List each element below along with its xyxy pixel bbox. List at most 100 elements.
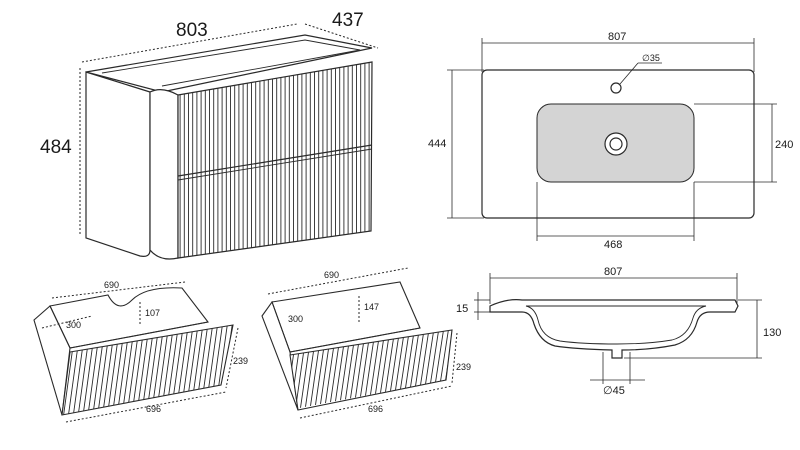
- flute-line: [320, 348, 329, 405]
- flute-line: [365, 341, 374, 396]
- flute-line: [435, 330, 444, 383]
- flute-line: [430, 330, 439, 384]
- flute-line: [188, 328, 198, 394]
- drawer-lower-depth-label: 300: [288, 314, 303, 324]
- drawer-upper-front-width-dim: [65, 391, 227, 423]
- flute-line: [203, 325, 213, 391]
- flute-line: [340, 345, 349, 401]
- cabinet-front-flutes: [179, 62, 370, 258]
- flute-line: [88, 345, 98, 412]
- drain-inner: [609, 137, 623, 151]
- cabinet-side-panel: [85, 71, 151, 257]
- flute-line: [335, 346, 344, 402]
- tap-hole-label: ∅35: [642, 53, 660, 63]
- flute-line: [118, 340, 128, 406]
- flute-line: [128, 338, 138, 404]
- flute-line: [325, 348, 334, 404]
- flute-line: [380, 339, 389, 393]
- drawer-upper-back: [49, 287, 209, 349]
- drawer-lower-front-height-label: 239: [456, 362, 471, 372]
- flute-line: [440, 330, 449, 382]
- flute-line: [218, 325, 228, 388]
- profile-width-label: 807: [604, 266, 622, 278]
- flute-line: [345, 344, 354, 400]
- cabinet-view: 803 437 484: [40, 10, 379, 260]
- flute-line: [375, 339, 384, 394]
- flute-line: [193, 327, 203, 393]
- drawer-lower-front-width-label: 696: [368, 404, 383, 414]
- drawer-lower-view: 690 300 147 696 239: [261, 267, 471, 419]
- drawer-upper-view: 690 300 107 696 239: [33, 280, 248, 423]
- basin-depth-label: 240: [775, 139, 793, 151]
- flute-line: [68, 348, 78, 415]
- drawer-upper-front-width-label: 696: [146, 404, 161, 414]
- flute-line: [360, 342, 369, 397]
- flute-line: [300, 352, 309, 408]
- drawer-split-line-2: [177, 148, 373, 181]
- profile-rim-label: 15: [456, 303, 468, 315]
- drawer-split-line: [177, 144, 373, 177]
- flute-line: [208, 325, 218, 390]
- flute-line: [350, 343, 359, 399]
- flute-line: [83, 346, 93, 413]
- drawer-upper-cutout-label: 107: [145, 308, 160, 318]
- flute-line: [93, 344, 103, 411]
- flute-line: [103, 342, 113, 409]
- cabinet-height-label: 484: [40, 137, 72, 158]
- basin-width-label: 468: [604, 239, 622, 251]
- flute-line: [113, 341, 123, 407]
- cabinet-top: [85, 34, 373, 93]
- flute-line: [405, 334, 414, 389]
- flute-line: [425, 331, 434, 385]
- flute-line: [63, 349, 73, 415]
- cabinet-depth-label: 437: [332, 10, 364, 31]
- drawer-lower-floor: [271, 301, 421, 353]
- flute-line: [330, 347, 339, 403]
- flute-line: [108, 342, 118, 408]
- flute-line: [295, 353, 304, 409]
- cabinet-rounded-column: [149, 89, 179, 260]
- flute-line: [410, 334, 419, 388]
- flute-line: [183, 329, 193, 394]
- drawer-upper-depth-dim: [41, 315, 93, 329]
- flute-line: [153, 334, 163, 400]
- flute-line: [400, 335, 409, 390]
- flute-line: [168, 331, 178, 397]
- drain-label: ∅45: [603, 385, 625, 397]
- flute-line: [78, 347, 88, 414]
- flute-line: [73, 348, 83, 414]
- flute-line: [123, 339, 133, 405]
- drawer-upper-floor: [49, 305, 209, 349]
- flute-line: [355, 343, 364, 398]
- drawer-lower-front-height-dim: [451, 332, 458, 384]
- flute-line: [310, 350, 319, 406]
- dim-width-line: [81, 23, 298, 63]
- cabinet-width-label: 803: [176, 20, 208, 41]
- flute-line: [315, 349, 324, 406]
- flute-line: [163, 332, 173, 398]
- drawer-upper-width-label: 690: [104, 280, 119, 290]
- sink-top-view: 807 444 240 468 ∅35: [428, 31, 793, 251]
- flute-line: [198, 326, 208, 392]
- flute-line: [213, 325, 223, 389]
- flute-line: [178, 330, 188, 395]
- flute-line: [133, 337, 143, 404]
- flute-line: [138, 337, 148, 403]
- flute-line: [98, 343, 108, 410]
- flute-line: [385, 338, 394, 392]
- flute-line: [390, 337, 399, 391]
- flute-line: [415, 333, 424, 387]
- flute-line: [305, 351, 314, 407]
- flute-line: [143, 336, 153, 402]
- drawer-lower-front-width-dim: [299, 385, 453, 419]
- tap-hole-leader: [619, 62, 639, 85]
- drawer-lower-width-label: 690: [324, 270, 339, 280]
- top-depth-label: 444: [428, 138, 446, 150]
- drawer-lower-front-flutes: [290, 330, 452, 410]
- tap-hole: [610, 82, 622, 94]
- sink-profile-inner: [525, 305, 707, 345]
- top-width-label: 807: [608, 31, 626, 43]
- flute-line: [158, 333, 168, 399]
- drawer-lower-cutout-label: 147: [364, 302, 379, 312]
- flute-line: [290, 354, 294, 410]
